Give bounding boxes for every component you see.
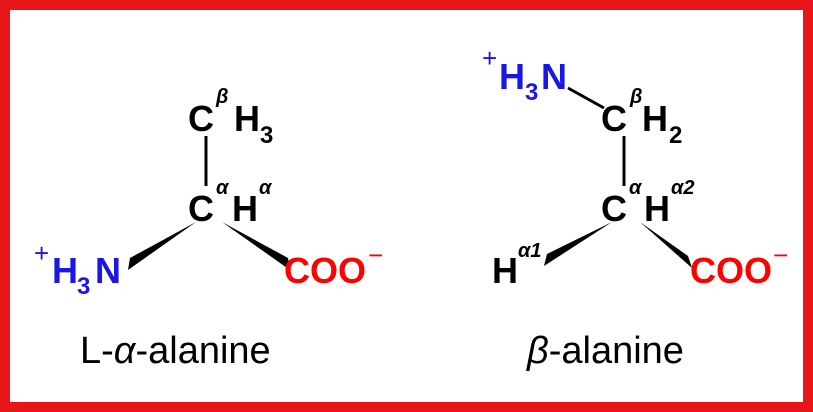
carbon-alpha-hydrogen-label: α2 [671,177,695,199]
amine-hydrogen-count: 3 [77,273,90,300]
carboxylate-charge: − [368,240,383,270]
amine-charge: + [34,238,49,268]
carbon-beta-label: β [215,86,228,108]
hydrogen-alpha1-label: α1 [518,240,542,262]
carbon-alpha-hydrogen-label: α [259,177,273,199]
molecule-name-l-alpha-alanine: L-α-alanine [80,330,271,372]
bond-n-cb [567,86,605,110]
wedge-bond-h-alpha1 [544,222,612,266]
carbon-beta-atom: C [601,98,627,139]
carbon-alpha-atom: C [601,188,627,229]
beta-alanine-structure: + H 3 N C β H 2 C α H α2 H α1 COO − β-al… [482,43,788,372]
carbon-alpha-label: α [216,177,230,199]
carboxylate-group: COO [690,250,772,291]
amine-nitrogen: N [95,250,121,291]
molecule-name-beta-alanine: β-alanine [526,330,684,372]
wedge-bond-carboxylate [640,222,692,268]
carbon-beta-hydrogen-count: 3 [260,122,273,149]
carbon-beta-label: β [629,86,642,108]
carbon-beta-atom: C [188,98,214,139]
amine-nitrogen: N [541,56,567,97]
wedge-bond-carboxylate [222,222,290,270]
carbon-alpha-hydrogen: H [232,188,258,229]
carbon-beta-hydrogen-count: 2 [669,122,682,149]
carbon-beta-hydrogen: H [234,98,260,139]
hydrogen-alpha1-atom: H [492,250,518,291]
carboxylate-group: COO [284,250,366,291]
carboxylate-charge: − [773,240,788,270]
carbon-alpha-atom: C [188,188,214,229]
carbon-alpha-label: α [629,177,643,199]
carbon-alpha-hydrogen: H [644,188,670,229]
wedge-bond-amine [128,222,196,270]
amine-hydrogen: H [52,250,78,291]
l-alpha-alanine-structure: C β H 3 C α H α + H 3 N COO − L-α-alanin… [34,86,383,372]
carbon-beta-hydrogen: H [642,98,668,139]
amine-charge: + [482,43,497,73]
amine-hydrogen-count: 3 [525,79,538,106]
amine-hydrogen: H [499,56,525,97]
